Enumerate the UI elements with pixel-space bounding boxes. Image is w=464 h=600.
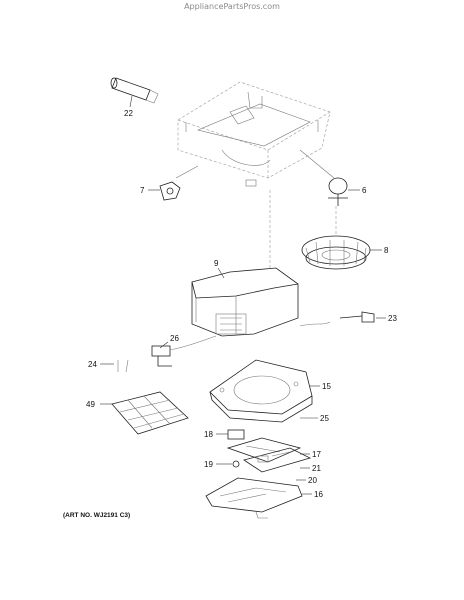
callout-7: 7: [140, 186, 145, 195]
callout-22: 22: [124, 109, 133, 118]
callout-19: 19: [204, 460, 213, 469]
callout-24: 24: [88, 360, 97, 369]
callout-16: 16: [314, 490, 323, 499]
cover-part-17: [226, 437, 302, 463]
callout-9: 9: [214, 259, 219, 268]
callout-17: 17: [312, 450, 321, 459]
bracket-part-16: [205, 477, 303, 519]
callout-26: 26: [170, 334, 179, 343]
clip-part-7: [159, 165, 199, 201]
callout-8: 8: [384, 246, 389, 255]
callout-23: 23: [388, 314, 397, 323]
sensor-part-23: [299, 311, 375, 327]
callout-25: 25: [320, 414, 329, 423]
filter-part-49: [111, 391, 189, 435]
callout-49: 49: [86, 400, 95, 409]
control-board-part-21: [243, 447, 312, 473]
base-pan-part-15: [209, 359, 313, 423]
art-number: (ART NO. WJ2191 C3): [63, 512, 131, 519]
tube-part-22: [110, 77, 159, 104]
watermark-text: AppliancePartsPros.com: [184, 2, 280, 11]
housing-assembly: [177, 81, 331, 187]
callout-18: 18: [204, 430, 213, 439]
scroll-duct-part-9: [191, 267, 299, 337]
motor-part-6: [299, 149, 348, 206]
callout-15: 15: [322, 382, 331, 391]
wiring-parts-26-24: [117, 335, 217, 373]
callout-21: 21: [312, 464, 321, 473]
callout-6: 6: [362, 186, 367, 195]
blower-wheel-part-8: [301, 206, 371, 270]
callout-20: 20: [308, 476, 317, 485]
bolt-part-19: [232, 460, 240, 468]
knob-part-18: [227, 429, 245, 440]
